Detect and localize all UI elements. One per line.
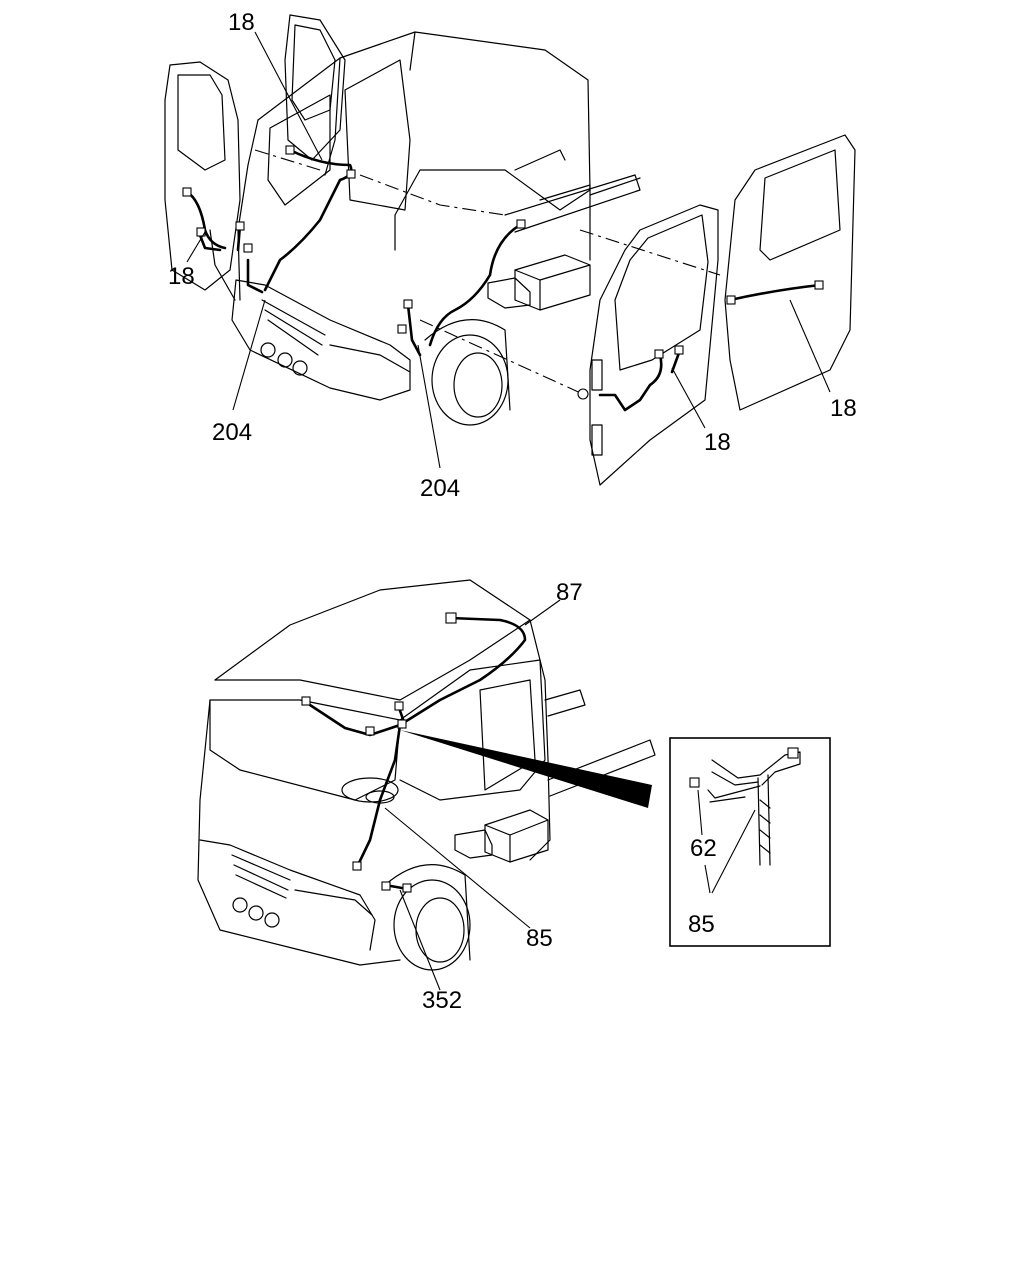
callout-85-bottom: 85 xyxy=(526,925,553,952)
callout-204-left: 204 xyxy=(212,419,252,446)
callout-85-inset: 85 xyxy=(688,911,715,938)
callout-18-front-door: 18 xyxy=(704,429,731,456)
callout-62-inset: 62 xyxy=(690,835,717,862)
callout-18-left: 18 xyxy=(168,263,195,290)
callout-352: 352 xyxy=(422,987,462,1014)
bottom-cab-illustration xyxy=(197,579,656,991)
top-exploded-cab-illustration xyxy=(164,14,856,486)
callout-18-rear-door: 18 xyxy=(830,395,857,422)
callout-87: 87 xyxy=(556,579,583,606)
inset-detail-box xyxy=(669,737,831,947)
callout-18-top: 18 xyxy=(228,9,255,36)
callout-204-center: 204 xyxy=(420,475,460,502)
